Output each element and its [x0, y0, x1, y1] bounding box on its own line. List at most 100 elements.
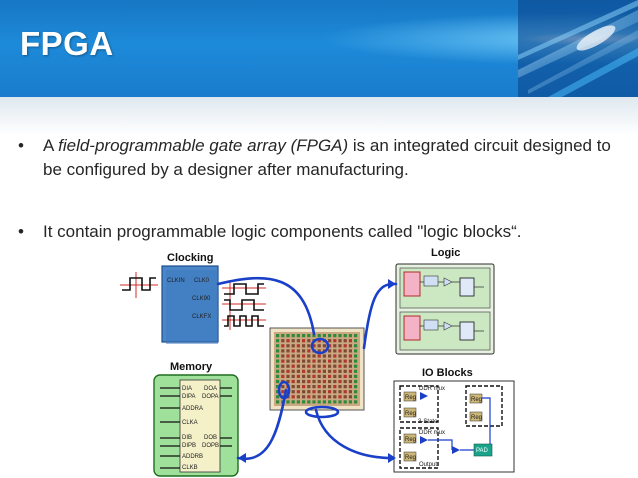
fabric-cell [302, 400, 306, 404]
io-reg-label: Reg [471, 415, 482, 421]
fabric-cell [348, 395, 352, 399]
fabric-cell [286, 379, 290, 384]
fabric-cell [281, 385, 285, 389]
arrow-heads [238, 279, 396, 463]
fabric-cell [276, 385, 280, 389]
fabric-cell [354, 400, 358, 404]
fabric-cell [302, 369, 306, 373]
mem-pin-label: DOA [204, 386, 217, 392]
fabric-cell [302, 395, 306, 399]
mem-pin-label: DIPA [182, 394, 196, 400]
fabric-cell [338, 390, 342, 394]
fabric-cell [317, 339, 321, 343]
fabric-cell [343, 364, 347, 368]
io-pad-label: PAD [476, 448, 489, 454]
fabric-cell [354, 349, 358, 353]
io-reg-label: Reg [405, 411, 416, 417]
fabric-cell [338, 339, 342, 343]
fabric-cell [307, 395, 311, 399]
fabric-cell [302, 339, 306, 343]
fabric-cell [296, 344, 300, 348]
bullet-lead: A [43, 136, 59, 155]
fabric-cell [333, 349, 337, 353]
mem-pin-label: DOB [204, 435, 217, 441]
fabric-cell [328, 354, 332, 358]
fabric-cell [276, 344, 280, 348]
fabric-cell [338, 379, 342, 384]
fabric-cell [302, 349, 306, 353]
mem-pin-label: DOPB [202, 443, 219, 449]
fabric-cell [276, 349, 280, 353]
fabric-cell [333, 395, 337, 399]
fabric-cell [343, 354, 347, 358]
fabric-cell [296, 369, 300, 373]
fabric-cell [354, 359, 358, 363]
fabric-cell [348, 349, 352, 353]
io-blocks: Reg Reg Reg Reg Reg Reg DDR mux DDR mux … [393, 380, 515, 473]
io-reg-label: Reg [471, 397, 482, 403]
bullet-marker: • [18, 136, 24, 155]
fabric-cell [286, 364, 290, 368]
fabric-cell [291, 385, 295, 389]
fabric-cell [307, 344, 311, 348]
fabric-cell [317, 334, 321, 338]
io-mux-label: DDR mux [419, 386, 445, 392]
fabric-cell [276, 390, 280, 394]
fabric-cell [291, 390, 295, 394]
fabric-cell [302, 385, 306, 389]
logic-block [395, 263, 495, 355]
fabric-cell [281, 374, 285, 378]
fabric-cell [338, 400, 342, 404]
fabric-cell [328, 344, 332, 348]
fabric-cell [296, 334, 300, 338]
fabric-cell [307, 349, 311, 353]
fabric-cell [317, 400, 321, 404]
fabric-cell [338, 395, 342, 399]
bullet-italic-term: field-programmable gate array (FPGA) [58, 136, 349, 155]
fabric-cell [307, 334, 311, 338]
fabric-cell [286, 344, 290, 348]
fabric-cell [281, 344, 285, 348]
fabric-cell [307, 359, 311, 363]
mem-pin-label: DIB [182, 435, 192, 441]
fabric-cell [343, 390, 347, 394]
fabric-cell [291, 374, 295, 378]
fabric-cell [333, 385, 337, 389]
fabric-cell [328, 369, 332, 373]
fabric-cell [328, 395, 332, 399]
fabric-cell [348, 339, 352, 343]
clk-pin-label: CLKFX [192, 314, 211, 320]
fabric-cell [276, 339, 280, 343]
fabric-cell [317, 390, 321, 394]
fabric-cell [312, 390, 316, 394]
fabric-cell [302, 334, 306, 338]
clk-pin-label: CLK90 [192, 296, 211, 302]
fabric-cell [302, 390, 306, 394]
fabric-cell [333, 374, 337, 378]
memory-label: Memory [170, 361, 213, 373]
fabric-cell [328, 379, 332, 384]
fabric-cell [291, 400, 295, 404]
fabric-cell [317, 395, 321, 399]
mem-pin-label: DIPB [182, 443, 196, 449]
fabric-cell [348, 374, 352, 378]
fabric-cell [312, 400, 316, 404]
fabric-cell [291, 344, 295, 348]
fabric-cell [333, 359, 337, 363]
mem-pin-label: CLKB [182, 465, 198, 471]
fabric-cell [354, 385, 358, 389]
io-output-label: Output [419, 462, 437, 468]
header-fade [0, 97, 638, 135]
fabric-cell [338, 374, 342, 378]
fabric-cell [348, 359, 352, 363]
fabric-cell [291, 359, 295, 363]
fabric-cell [276, 359, 280, 363]
fabric-cell [276, 354, 280, 358]
fabric-cell [328, 349, 332, 353]
fabric-cell [312, 395, 316, 399]
clocking-block: CLKIN CLK0 CLK90 CLKFX [161, 265, 219, 344]
light-rays-graphic [518, 0, 638, 97]
fabric-cell [312, 354, 316, 358]
fabric-cell [291, 334, 295, 338]
